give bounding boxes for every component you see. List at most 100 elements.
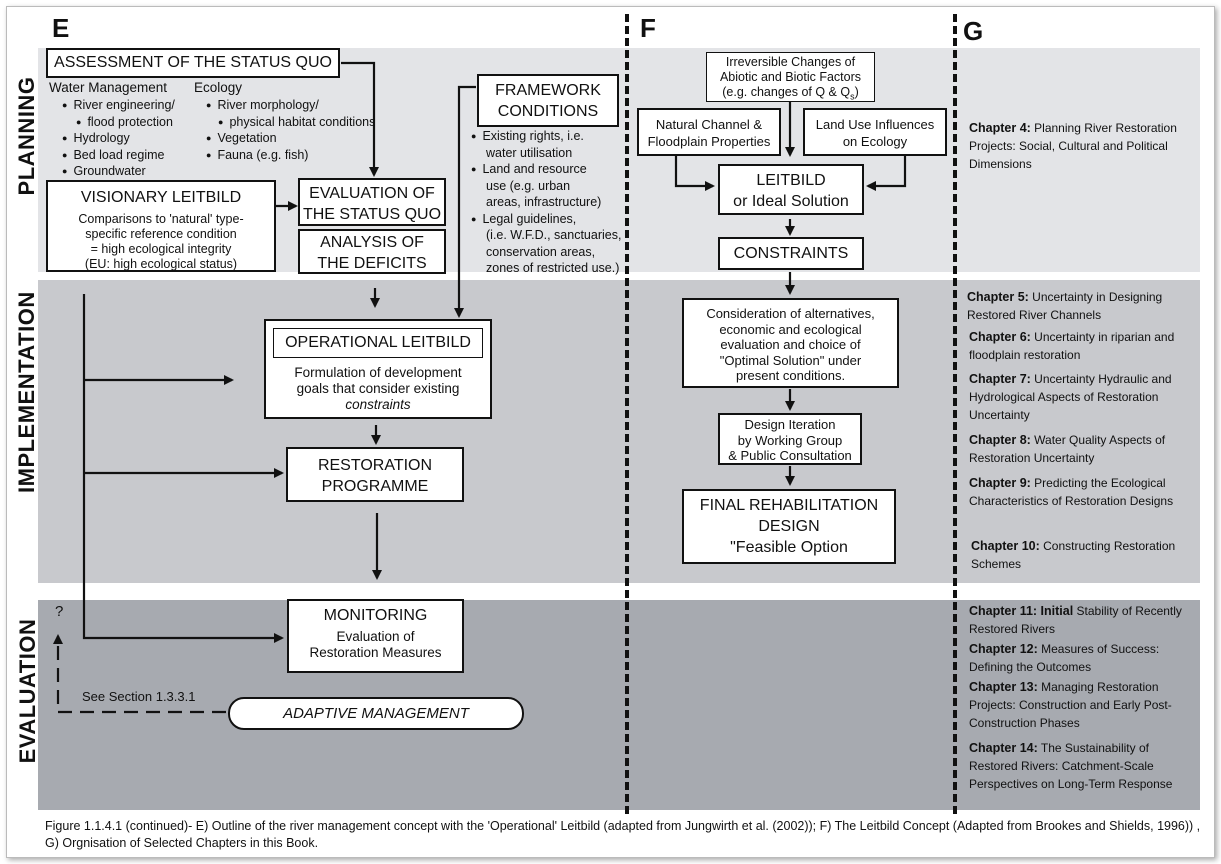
- analysis-line: THE DEFICITS: [317, 255, 427, 272]
- ecology-item: Vegetation: [206, 130, 386, 147]
- question-mark: ?: [55, 603, 64, 620]
- framework-title-line: CONDITIONS: [497, 103, 599, 120]
- separator-fg: [953, 14, 957, 814]
- constraints-box: CONSTRAINTS: [718, 237, 864, 270]
- visionary-line: Comparisons to 'natural' type-: [78, 212, 244, 226]
- ecology-item: River morphology/: [206, 97, 386, 114]
- natural-channel-box: Natural Channel & Floodplain Properties: [637, 108, 781, 156]
- visionary-line: (EU: high ecological status): [84, 257, 238, 271]
- chapter-entry: Chapter 4: Planning River Restoration Pr…: [969, 121, 1177, 171]
- final-line: DESIGN: [758, 518, 820, 535]
- consideration-line: "Optimal Solution" under: [719, 352, 862, 368]
- irreversible-changes-box: Irreversible Changes of Abiotic and Biot…: [706, 52, 875, 102]
- leitbild-line: LEITBILD: [756, 172, 826, 189]
- consideration-line: economic and ecological: [719, 321, 862, 337]
- chapter-entry: Chapter 8: Water Quality Aspects of Rest…: [969, 433, 1166, 465]
- framework-list: Existing rights, i.e.water utilisation L…: [471, 128, 631, 277]
- operational-title: OPERATIONAL LEITBILD: [273, 328, 483, 358]
- wm-item: flood protection: [62, 114, 202, 131]
- natural-channel-line: Natural Channel &: [655, 117, 763, 132]
- framework-item: Legal guidelines,(i.e. W.F.D., sanctuari…: [471, 211, 631, 277]
- wm-item: River engineering/: [62, 97, 202, 114]
- design-iteration-box: Design Iteration by Working Group & Publ…: [718, 413, 862, 465]
- operational-italic: constraints: [345, 397, 411, 412]
- ecology-item: physical habitat conditions: [206, 114, 386, 131]
- visionary-line: specific reference condition: [85, 227, 237, 241]
- column-g-label: G: [963, 16, 984, 46]
- monitoring-box: MONITORING Evaluation of Restoration Mea…: [287, 599, 464, 673]
- leitbild-box: LEITBILD or Ideal Solution: [718, 164, 864, 215]
- analysis-line: ANALYSIS OF: [320, 234, 424, 251]
- consideration-line: evaluation and choice of: [720, 337, 861, 352]
- framework-title-line: FRAMEWORK: [495, 82, 601, 99]
- analysis-deficits-box: ANALYSIS OF THE DEFICITS: [298, 229, 446, 274]
- land-use-line: Land Use Influences: [815, 117, 935, 132]
- adaptive-management-pill: ADAPTIVE MANAGEMENT: [228, 697, 524, 730]
- restoration-line: RESTORATION: [317, 457, 433, 474]
- visionary-line: = high ecological integrity: [90, 242, 232, 256]
- restoration-line: PROGRAMME: [321, 478, 429, 495]
- evaluation-status-box: EVALUATION OF THE STATUS QUO: [298, 178, 446, 226]
- design-iteration-line: by Working Group: [737, 432, 843, 448]
- design-iteration-line: Design Iteration: [744, 417, 836, 432]
- restoration-programme-box: RESTORATION PROGRAMME: [286, 447, 464, 502]
- water-management-list: River engineering/ flood protection Hydr…: [62, 97, 202, 180]
- chapter-entry: Chapter 7: Uncertainty Hydraulic and Hyd…: [969, 372, 1172, 422]
- column-e-label: E: [52, 13, 70, 43]
- natural-channel-line: Floodplain Properties: [647, 134, 771, 149]
- chapter-entry: Chapter 9: Predicting the Ecological Cha…: [969, 476, 1174, 508]
- evaluation-status-line: EVALUATION OF: [309, 185, 435, 202]
- arrow-adaptive-feedback: [53, 634, 226, 714]
- visionary-title: VISIONARY LEITBILD: [80, 189, 242, 206]
- monitoring-title: MONITORING: [323, 607, 428, 624]
- irreversible-line: Abiotic and Biotic Factors: [719, 70, 862, 84]
- monitoring-line: Restoration Measures: [309, 645, 442, 660]
- framework-item: Existing rights, i.e.water utilisation: [471, 128, 631, 161]
- ecology-item: Fauna (e.g. fish): [206, 147, 386, 164]
- chapter-entry: Chapter 10: Constructing Restoration Sch…: [971, 539, 1176, 571]
- design-iteration-line: & Public Consultation: [728, 448, 852, 463]
- framework-conditions-box: FRAMEWORK CONDITIONS: [477, 74, 619, 127]
- ecology-list: River morphology/ physical habitat condi…: [206, 97, 386, 163]
- wm-item: Groundwater: [62, 163, 202, 180]
- figure-caption: Figure 1.1.4.1 (continued)- E) Outline o…: [45, 819, 1201, 850]
- land-use-line: on Ecology: [842, 134, 908, 149]
- separator-ef: [625, 14, 629, 814]
- ecology-heading: Ecology: [194, 80, 243, 95]
- chapter-entry: Chapter 12: Measures of Success: Definin…: [969, 642, 1160, 674]
- consideration-box: Consideration of alternatives, economic …: [682, 298, 899, 388]
- wm-item: Bed load regime: [62, 147, 202, 164]
- water-management-heading: Water Management: [49, 80, 168, 95]
- arrow-landuse-to-leitbild: [866, 155, 907, 191]
- final-line: FINAL REHABILITATION: [699, 497, 879, 514]
- chapter-entry: Chapter 13: Managing Restoration Project…: [969, 680, 1172, 730]
- final-line: "Feasible Option: [730, 539, 848, 556]
- final-rehabilitation-box: FINAL REHABILITATION DESIGN "Feasible Op…: [682, 489, 896, 564]
- chapter-entry: Chapter 6: Uncertainty in riparian and f…: [969, 330, 1175, 362]
- implementation-band: [38, 280, 1200, 583]
- evaluation-status-line: THE STATUS QUO: [302, 206, 442, 223]
- arrow-framework-to-operational: [454, 85, 476, 318]
- chapter-entry: Chapter 5: Uncertainty in Designing Rest…: [967, 290, 1163, 322]
- visionary-leitbild-box: VISIONARY LEITBILD Comparisons to 'natur…: [46, 180, 276, 272]
- monitoring-line: Evaluation of: [336, 629, 415, 644]
- irreversible-line: (e.g. changes of Q & Qs): [722, 85, 859, 102]
- consideration-line: Consideration of alternatives,: [706, 306, 875, 321]
- irreversible-line: Irreversible Changes of: [725, 55, 856, 69]
- chapter-entry: Chapter 11: Initial Stability of Recentl…: [969, 604, 1182, 636]
- arrow-natural-to-leitbild: [674, 155, 715, 191]
- column-f-label: F: [640, 13, 656, 43]
- operational-line: Formulation of development: [294, 365, 462, 380]
- operational-leitbild-box: OPERATIONAL LEITBILD Formulation of deve…: [264, 319, 492, 419]
- leitbild-line: or Ideal Solution: [733, 193, 849, 210]
- chapter-entry: Chapter 14: The Sustainability of Restor…: [969, 741, 1173, 791]
- arrow-left-to-monitoring: [82, 294, 284, 643]
- wm-item: Hydrology: [62, 130, 202, 147]
- consideration-line: present conditions.: [735, 368, 846, 383]
- see-section-note: See Section 1.3.3.1: [82, 689, 196, 704]
- operational-line: goals that consider existing: [296, 381, 460, 396]
- land-use-box: Land Use Influences on Ecology: [803, 108, 947, 156]
- assessment-box: ASSESSMENT OF THE STATUS QUO: [46, 48, 340, 78]
